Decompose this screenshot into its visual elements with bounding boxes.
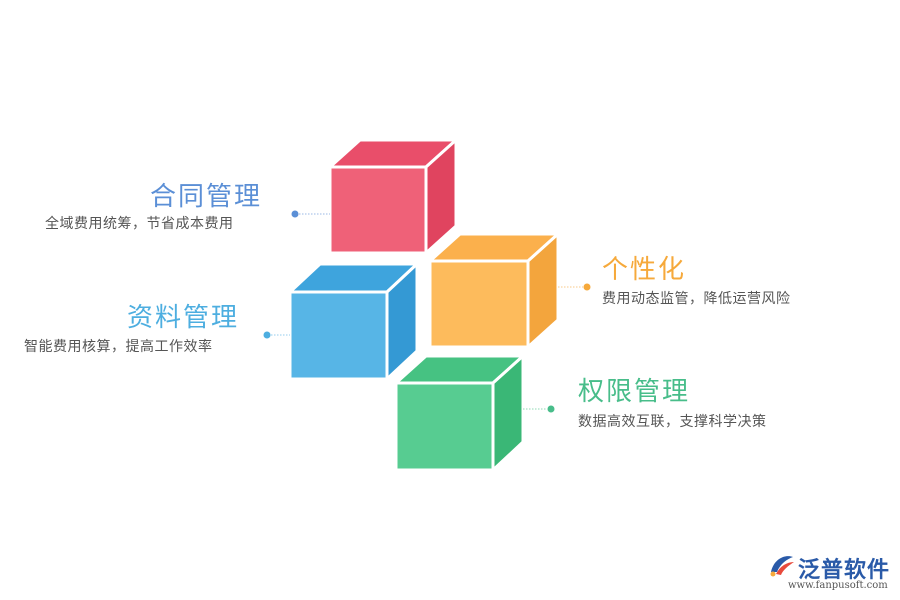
cube-personalization-front <box>428 259 530 349</box>
brand-url: www.fanpusoft.com <box>788 580 888 591</box>
connector-contract <box>291 210 330 218</box>
brand-name: 泛普软件 <box>798 558 891 583</box>
desc-contract: 全域费用统筹，节省成本费用 <box>45 216 234 232</box>
title-permissions: 权限管理 <box>578 377 691 407</box>
connector-documents-dot <box>263 331 271 339</box>
desc-documents: 智能费用核算，提高工作效率 <box>24 339 213 355</box>
connector-contract-dot <box>291 210 299 218</box>
title-documents: 资料管理 <box>127 303 240 333</box>
connector-personalization-dot <box>583 283 591 291</box>
cube-contract-front <box>328 165 428 255</box>
connector-documents <box>263 331 290 339</box>
cube-permissions <box>394 354 525 472</box>
cube-personalization <box>428 232 560 349</box>
brand-logo[interactable]: 泛普软件 www.fanpusoft.com <box>768 552 893 592</box>
cube-permissions-front <box>394 381 495 472</box>
cube-documents <box>288 262 419 381</box>
cube-documents-front <box>288 290 389 381</box>
title-personalization: 个性化 <box>602 255 687 285</box>
connector-permissions-dot <box>547 405 555 413</box>
desc-permissions: 数据高效互联，支撑科学决策 <box>578 414 767 430</box>
cube-contract <box>328 138 458 255</box>
connector-personalization <box>558 283 591 291</box>
desc-personalization: 费用动态监管，降低运营风险 <box>602 291 791 307</box>
connector-permissions <box>523 405 555 413</box>
fanpu-logo-icon <box>770 556 794 577</box>
title-contract: 合同管理 <box>150 182 263 212</box>
